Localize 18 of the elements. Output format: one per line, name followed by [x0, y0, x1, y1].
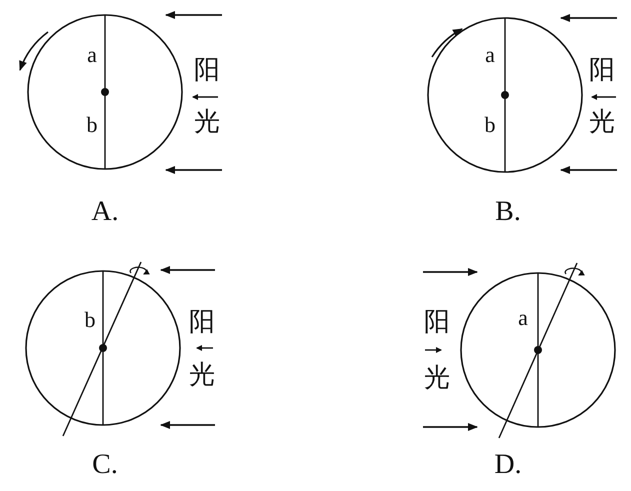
option-label: D.	[494, 451, 522, 479]
axis-label: b	[86, 114, 98, 136]
sunlight-label: 阳	[194, 57, 220, 83]
axis-label: b	[84, 309, 96, 331]
axis-label: a	[485, 44, 495, 66]
sunlight-label: 光	[194, 109, 220, 135]
axis-label: a	[87, 44, 97, 66]
option-label: B.	[495, 198, 521, 226]
sunlight-label: 光	[589, 109, 615, 135]
axis-label: a	[518, 307, 528, 329]
axis-label: b	[484, 114, 496, 136]
sunlight-label: 阳	[424, 309, 450, 335]
sunlight-label: 光	[424, 365, 450, 391]
sunlight-label: 阳	[589, 57, 615, 83]
sunlight-label: 阳	[189, 309, 215, 335]
sunlight-label: 光	[189, 362, 215, 388]
option-label: A.	[91, 198, 119, 226]
option-label: C.	[92, 451, 118, 479]
